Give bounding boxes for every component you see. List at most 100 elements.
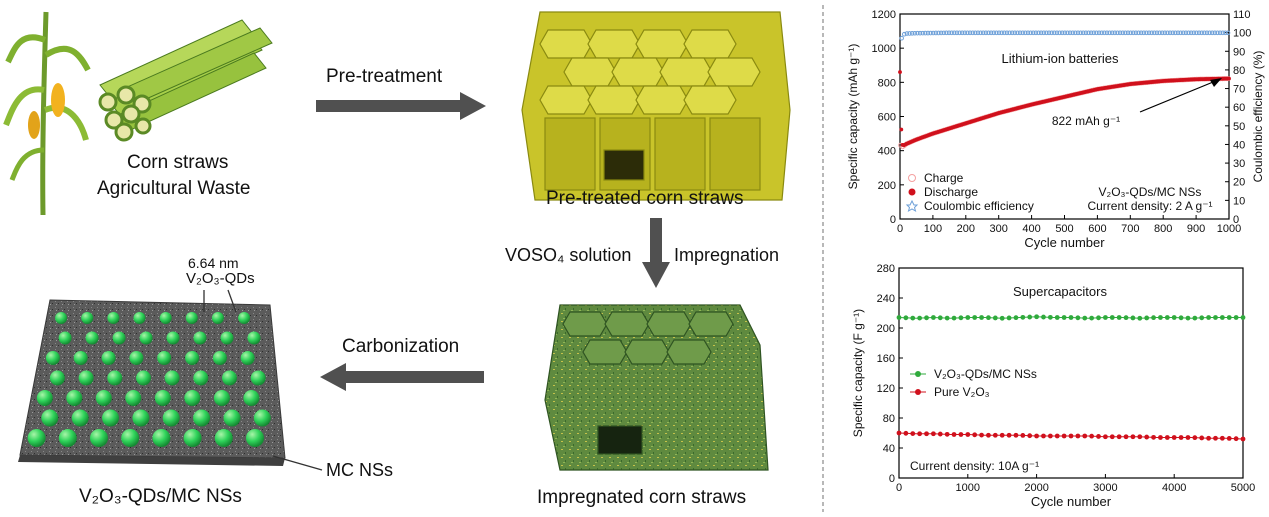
y-tick-label: 160 xyxy=(877,353,895,365)
coulombic-efficiency-point xyxy=(1107,30,1112,36)
x-tick-label: 600 xyxy=(1088,223,1106,235)
quantum-dot xyxy=(129,351,144,365)
y-tick-label: 40 xyxy=(883,443,895,455)
coulombic-efficiency-point xyxy=(1180,30,1186,36)
x-tick-label: 3000 xyxy=(1093,482,1117,494)
pure-v2o3-point xyxy=(1171,435,1177,440)
y2-tick-label: 20 xyxy=(1233,177,1245,189)
coulombic-efficiency-point xyxy=(962,30,968,36)
pure-v2o3-point xyxy=(999,432,1005,438)
coulombic-efficiency-point xyxy=(1149,30,1154,36)
pure-v2o3-point xyxy=(979,432,984,438)
y-tick-label: 0 xyxy=(889,473,895,485)
coulombic-efficiency-point xyxy=(1049,30,1054,36)
pure-v2o3-point xyxy=(1103,434,1108,440)
coulombic-efficiency-point xyxy=(1086,30,1091,36)
coulombic-efficiency-point xyxy=(959,30,965,36)
y-tick-label: 200 xyxy=(877,323,895,335)
coulombic-efficiency-point xyxy=(941,30,947,36)
coulombic-efficiency-point xyxy=(1023,30,1028,36)
y2-tick-label: 60 xyxy=(1233,102,1245,114)
quantum-dot xyxy=(73,351,88,365)
v2o3-qds-mc-ns-point xyxy=(992,315,998,321)
pure-v2o3-point xyxy=(1144,434,1150,440)
coulombic-efficiency-point xyxy=(1215,30,1220,36)
pure-v2o3-point xyxy=(1137,434,1143,440)
v2o3-qds-mc-ns-point xyxy=(1054,315,1060,320)
coulombic-efficiency-point xyxy=(1117,30,1123,36)
v2o3-qds-mc-ns-point xyxy=(1034,314,1039,320)
coulombic-efficiency-point xyxy=(930,30,936,36)
v2o3-qds-mc-ns-point xyxy=(1164,315,1170,320)
x-tick-label: 200 xyxy=(957,223,975,235)
pure-v2o3-point xyxy=(958,432,964,437)
v2o3-qds-mc-ns-point xyxy=(1096,315,1101,321)
pure-v2o3-point xyxy=(1151,434,1156,440)
coulombic-efficiency-point xyxy=(1012,30,1018,36)
coulombic-efficiency-point xyxy=(1112,30,1118,36)
coulombic-efficiency-point xyxy=(1128,30,1133,36)
v2o3-qds-mc-ns-point xyxy=(1020,314,1026,320)
x-tick-label: 1000 xyxy=(1217,223,1241,235)
impregnated-label: Impregnated corn straws xyxy=(537,487,747,508)
corn-straw-bundle-illustration xyxy=(98,19,273,142)
coulombic-efficiency-point xyxy=(1104,30,1110,36)
y-tick-label: 800 xyxy=(878,77,896,89)
coulombic-efficiency-point xyxy=(957,30,962,36)
x-tick-label: 400 xyxy=(1022,223,1040,235)
coulombic-efficiency-point xyxy=(1138,30,1144,36)
condition-label: Current density: 2 A g⁻¹ xyxy=(1087,199,1212,213)
coulombic-efficiency-point xyxy=(907,31,912,36)
quantum-dot xyxy=(220,331,234,345)
coulombic-efficiency-point xyxy=(1186,30,1191,36)
coulombic-efficiency-point xyxy=(1046,30,1052,36)
quantum-dot xyxy=(240,351,255,365)
coulombic-efficiency-point xyxy=(1057,30,1062,36)
x-tick-label: 4000 xyxy=(1162,482,1186,494)
x-tick-label: 2000 xyxy=(1024,482,1048,494)
x-tick-label: 700 xyxy=(1121,223,1139,235)
coulombic-efficiency-point xyxy=(1165,30,1170,36)
legend-v2o3-qds-mc-ns-marker xyxy=(915,371,921,377)
coulombic-efficiency-point xyxy=(1194,30,1199,36)
v2o3-qds-mc-ns-point xyxy=(910,315,916,321)
coulombic-efficiency-point xyxy=(1059,30,1065,36)
quantum-dot xyxy=(45,351,60,365)
coulombic-efficiency-point xyxy=(938,30,944,36)
coulombic-efficiency-point xyxy=(1225,30,1231,36)
quantum-dot xyxy=(112,331,126,345)
coulombic-efficiency-point xyxy=(967,30,973,36)
pure-v2o3-point xyxy=(1178,435,1184,440)
pure-v2o3-point xyxy=(965,432,971,437)
coulombic-efficiency-point xyxy=(1099,30,1104,36)
coulombic-efficiency-point xyxy=(1065,30,1070,36)
legend-charge-label: Charge xyxy=(924,171,964,185)
v2o3-qds-mc-ns-point xyxy=(1006,315,1012,321)
product-label: V₂O₃-QDs/MC NSs xyxy=(79,486,242,507)
quantum-dot xyxy=(185,351,200,365)
pure-v2o3-point xyxy=(1109,434,1115,440)
y2-tick-label: 50 xyxy=(1233,121,1245,133)
v2o3-qds-mc-ns-point xyxy=(1061,315,1067,320)
discharge-point xyxy=(899,127,904,132)
quantum-dot xyxy=(139,331,153,345)
quantum-dot xyxy=(136,370,151,386)
v2o3-qds-mc-ns-point xyxy=(1068,315,1074,320)
y2-tick-label: 10 xyxy=(1233,195,1245,207)
coulombic-efficiency-point xyxy=(1191,30,1197,36)
quantum-dot xyxy=(49,370,65,386)
pure-v2o3-point xyxy=(1192,435,1198,441)
x-tick-label: 1000 xyxy=(956,482,980,494)
quantum-dot xyxy=(213,390,230,406)
coulombic-efficiency-point xyxy=(925,30,931,36)
quantum-dot xyxy=(162,409,180,427)
coulombic-efficiency-point xyxy=(1044,30,1049,36)
pure-v2o3-point xyxy=(1206,435,1211,441)
coulombic-efficiency-point xyxy=(978,30,983,36)
pure-v2o3-point xyxy=(1041,433,1046,439)
coulombic-efficiency-point xyxy=(1196,30,1202,36)
coulombic-efficiency-point xyxy=(1157,30,1162,36)
sample-label: V₂O₃-QDs/MC NSs xyxy=(1099,185,1202,199)
quantum-dot xyxy=(183,429,202,447)
